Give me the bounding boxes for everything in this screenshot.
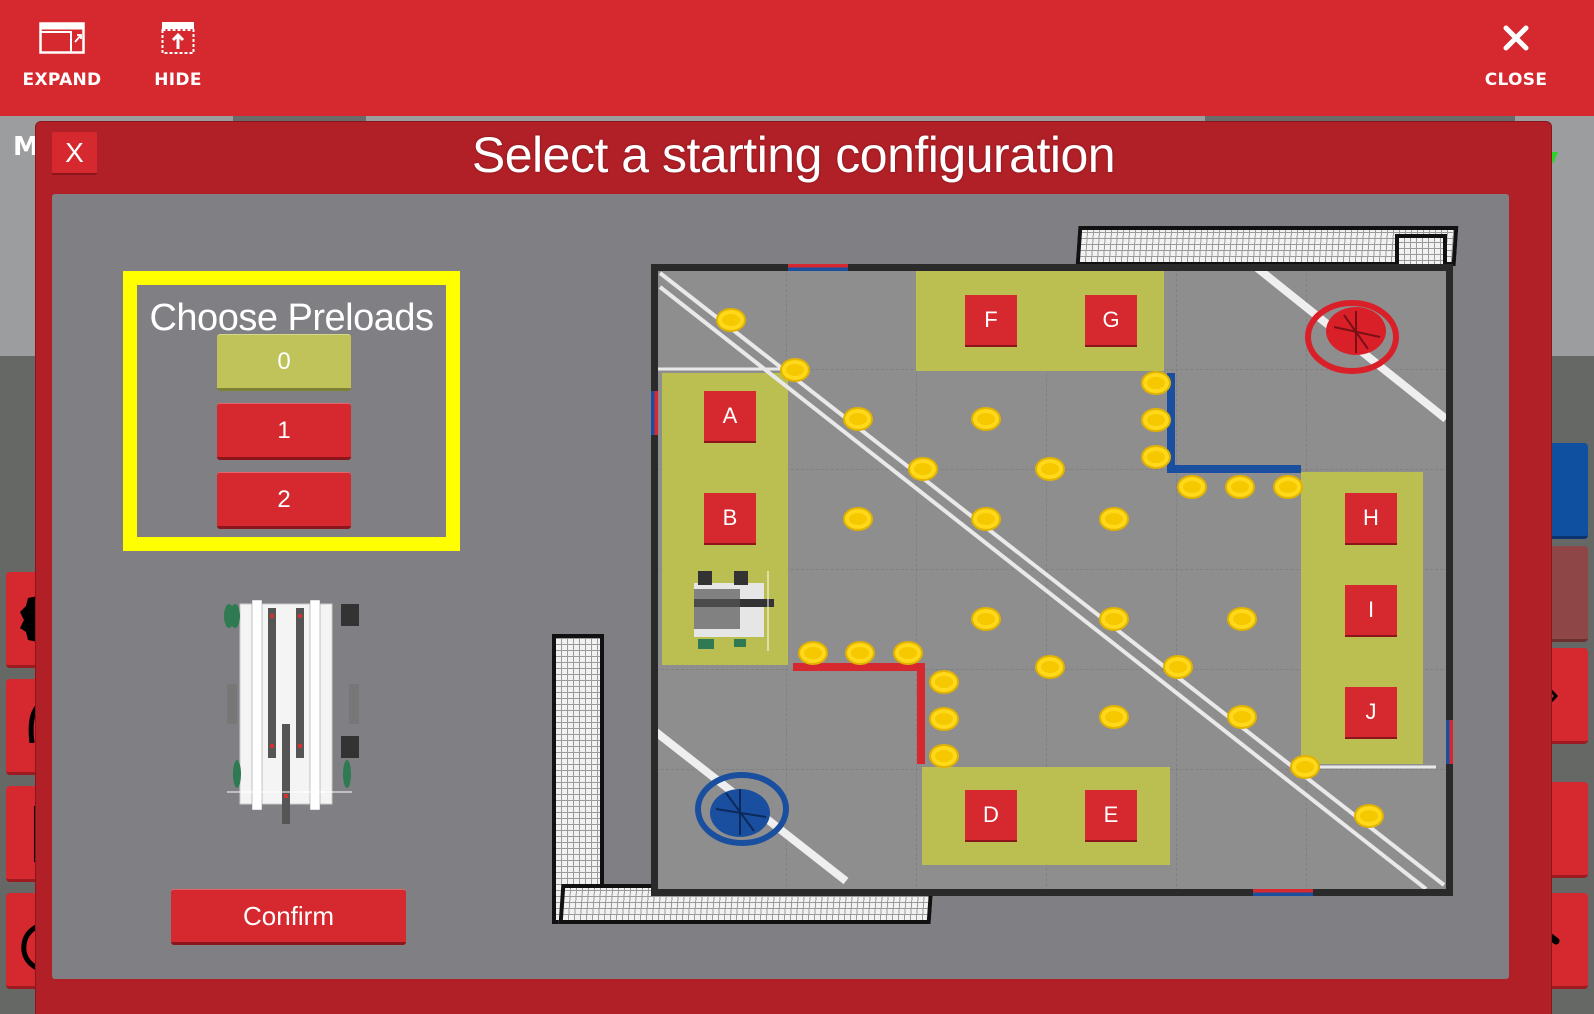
disk [1163, 655, 1193, 679]
wall-pad-left [651, 391, 658, 435]
start-position-e[interactable]: E [1085, 790, 1137, 842]
close-button[interactable]: CLOSE [1484, 0, 1548, 116]
close-label: CLOSE [1484, 70, 1548, 90]
robot-preview-image [224, 599, 359, 824]
disk [1227, 705, 1257, 729]
disk [843, 507, 873, 531]
disk [1273, 475, 1303, 499]
confirm-button[interactable]: Confirm [171, 889, 406, 945]
hide-icon [161, 20, 195, 56]
start-position-d[interactable]: D [965, 790, 1017, 842]
field-wall-top [651, 264, 1453, 271]
disk [1225, 475, 1255, 499]
dialog-body: Choose Preloads 0 1 2 Confirm [52, 194, 1509, 979]
start-position-j[interactable]: J [1345, 687, 1397, 739]
disk [1177, 475, 1207, 499]
disk [971, 607, 1001, 631]
disk [908, 457, 938, 481]
disk [1035, 457, 1065, 481]
start-position-a[interactable]: A [704, 391, 756, 443]
background-tab [1205, 116, 1515, 122]
dialog-close-button[interactable]: X [52, 132, 97, 175]
robot-on-field-icon[interactable] [684, 569, 776, 651]
background-label-left: M [13, 132, 39, 162]
disk [1141, 445, 1171, 469]
preload-option-1[interactable]: 1 [217, 403, 351, 460]
start-position-b[interactable]: B [704, 493, 756, 545]
hide-button[interactable]: HIDE [152, 0, 204, 116]
wall-pad-top [788, 264, 848, 271]
disk [1354, 804, 1384, 828]
disk [929, 744, 959, 768]
top-toolbar: EXPAND HIDE CLOSE [0, 0, 1594, 116]
expand-icon [39, 20, 85, 56]
disk [1227, 607, 1257, 631]
disk [780, 358, 810, 382]
preload-option-0[interactable]: 0 [217, 334, 351, 391]
start-position-f[interactable]: F [965, 295, 1017, 347]
preloads-panel: Choose Preloads 0 1 2 [123, 271, 460, 551]
disk [1141, 408, 1171, 432]
expand-label: EXPAND [22, 70, 102, 90]
disk [1290, 755, 1320, 779]
background-tab [233, 116, 366, 122]
start-config-dialog: X Select a starting configuration Choose… [35, 121, 1552, 1014]
disk [971, 507, 1001, 531]
disk [1035, 655, 1065, 679]
disk [929, 670, 959, 694]
hide-label: HIDE [154, 70, 202, 90]
disk [929, 707, 959, 731]
preloads-title: Choose Preloads [149, 297, 434, 339]
rotate-icon [21, 923, 44, 973]
field-map: A B D E F G H I J [550, 224, 1459, 929]
disk [971, 407, 1001, 431]
disk [845, 641, 875, 665]
preload-option-2[interactable]: 2 [217, 472, 351, 529]
field-floor: A B D E F G H I J [656, 269, 1448, 891]
green-indicator-icon [1548, 152, 1558, 164]
disk [893, 641, 923, 665]
field-wall-left [651, 264, 658, 896]
start-position-g[interactable]: G [1085, 295, 1137, 347]
goal-net-left [552, 634, 604, 924]
wall-pad-bottom [1253, 889, 1313, 896]
red-goal-basket-icon [1305, 300, 1399, 374]
close-icon [1502, 20, 1530, 56]
expand-button[interactable]: EXPAND [22, 0, 102, 116]
start-position-h[interactable]: H [1345, 493, 1397, 545]
disk [798, 641, 828, 665]
disk [1141, 371, 1171, 395]
start-position-i[interactable]: I [1345, 585, 1397, 637]
dialog-title: Select a starting configuration [471, 127, 1116, 183]
field-wall-bottom [651, 889, 1453, 896]
disk [1099, 507, 1129, 531]
disk [843, 407, 873, 431]
disk [1099, 705, 1129, 729]
disk [1099, 607, 1129, 631]
blue-goal-basket-icon [695, 772, 789, 846]
wall-pad-right [1446, 720, 1453, 764]
disk [716, 308, 746, 332]
field-wall-right [1446, 264, 1453, 896]
